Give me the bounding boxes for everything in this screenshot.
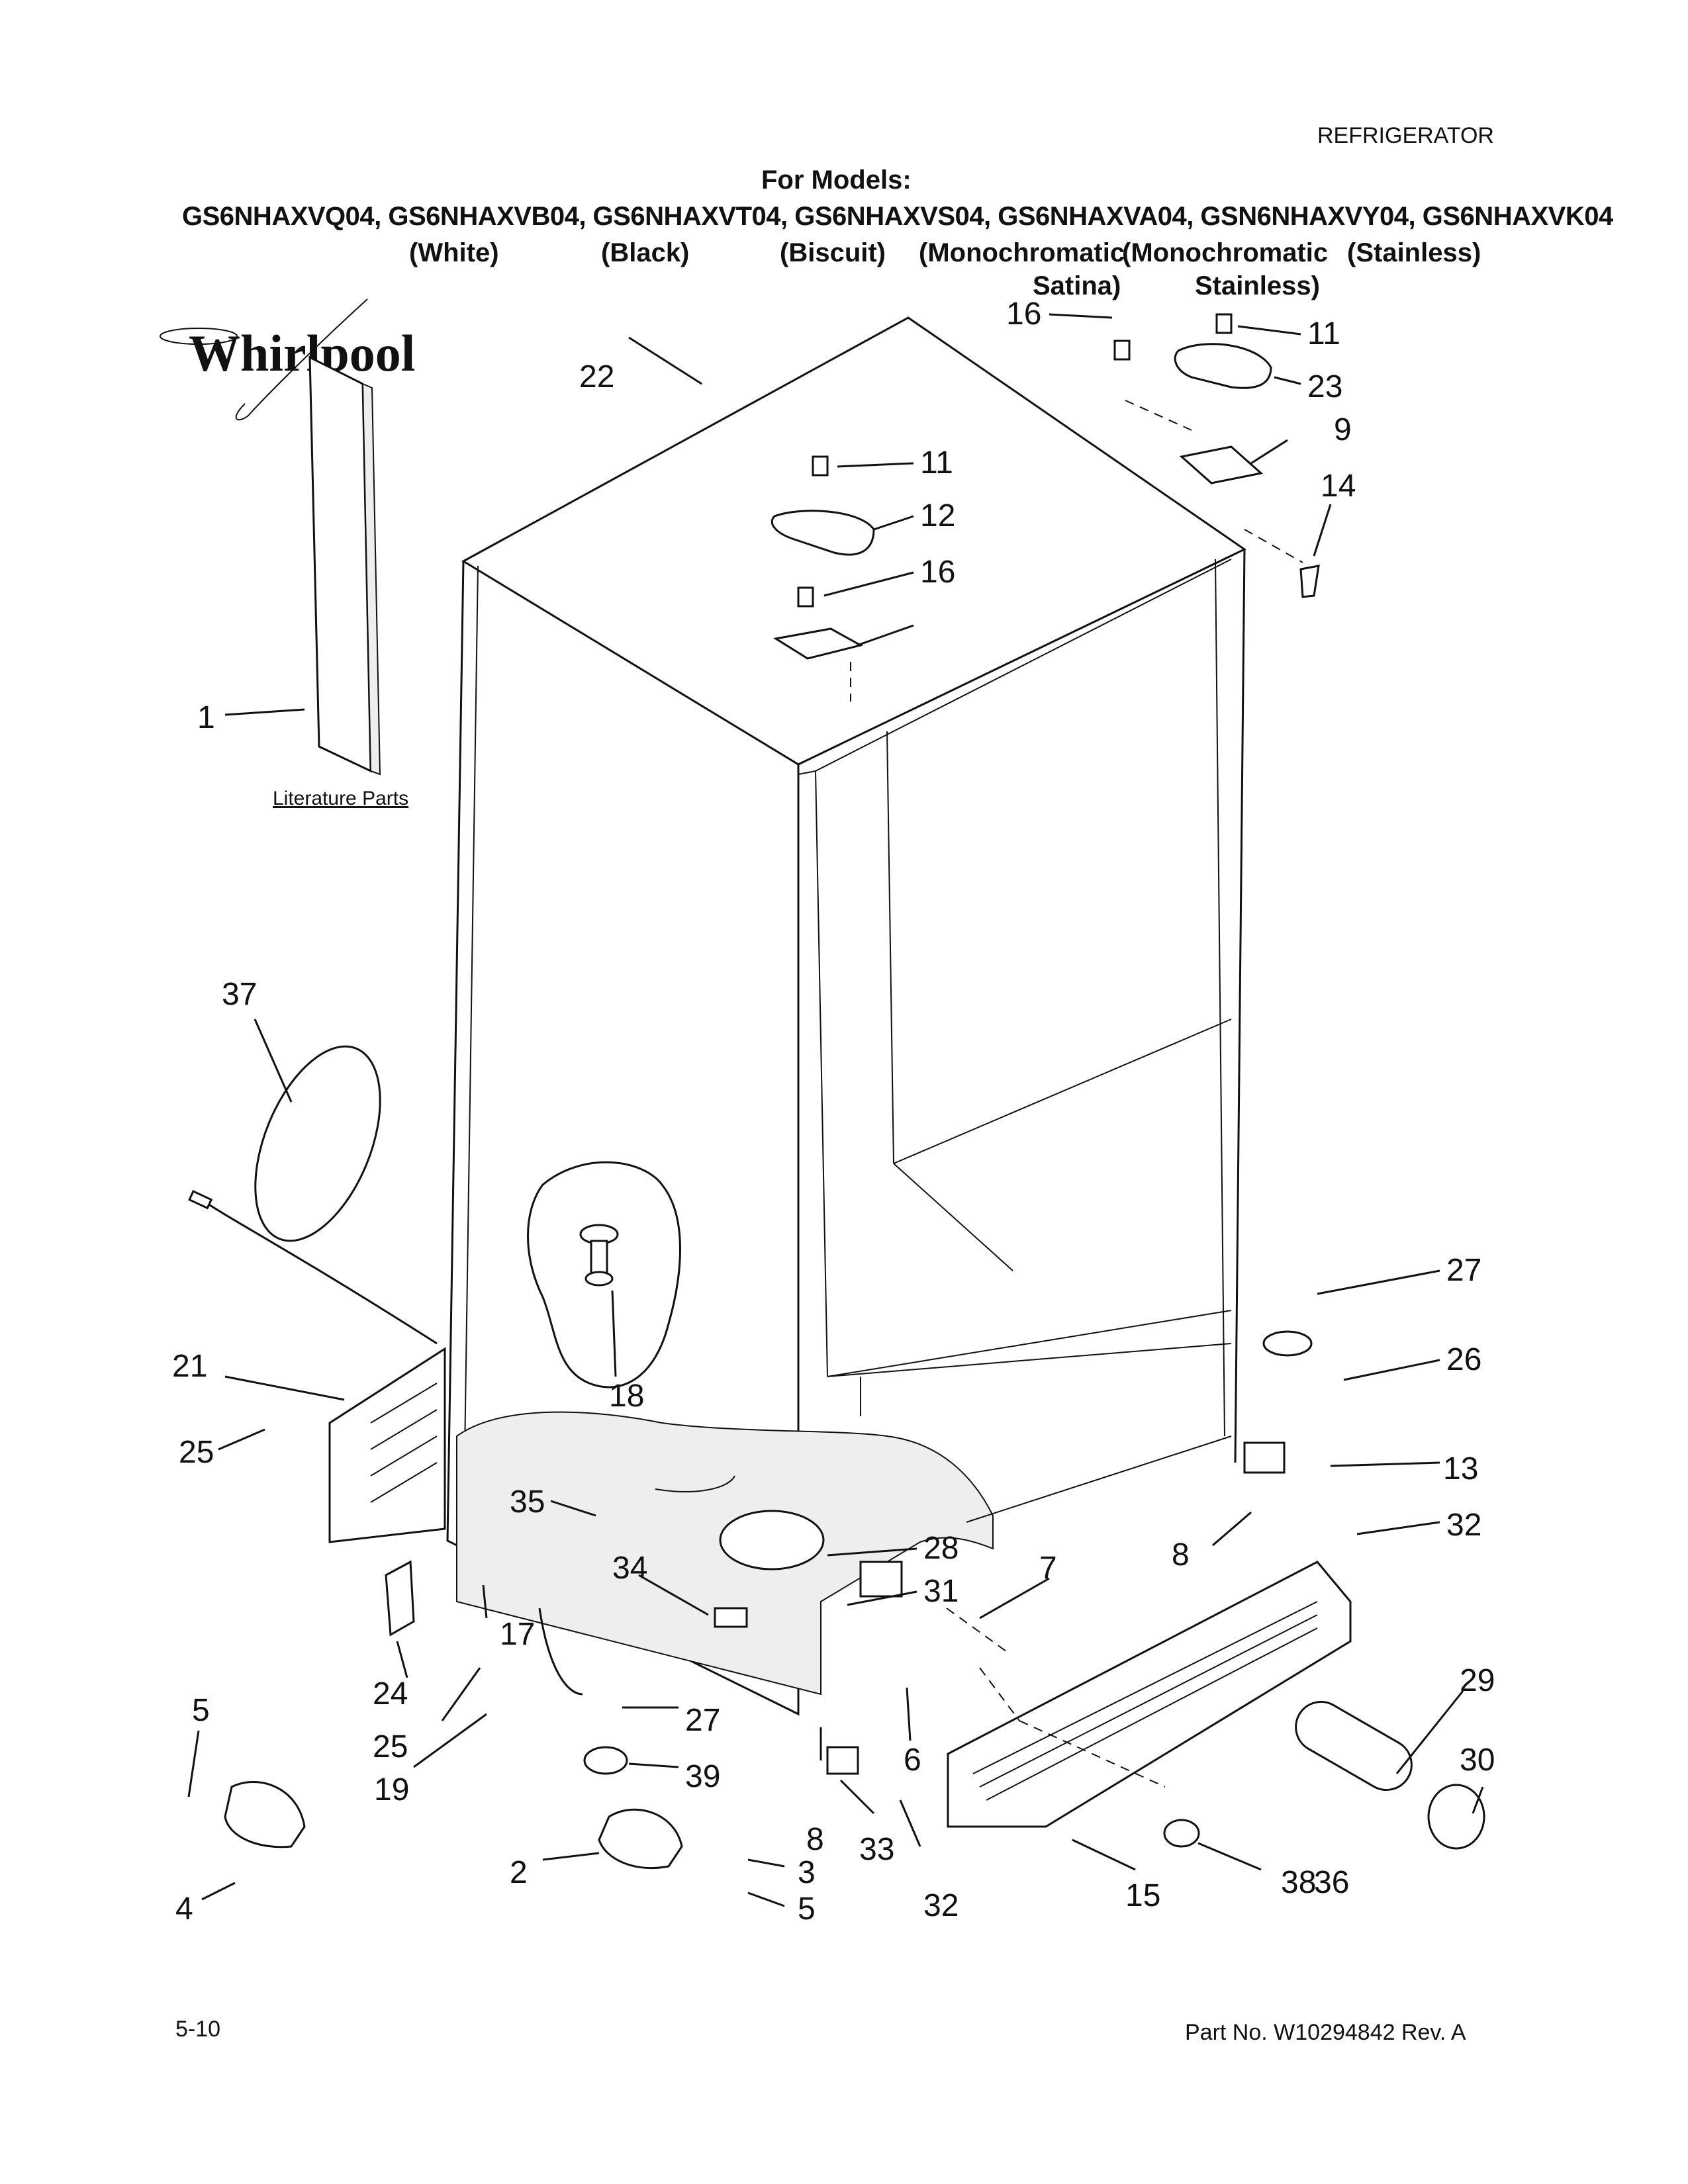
top-hinge-left	[771, 455, 875, 702]
inset-detail-18	[527, 1161, 681, 1388]
logo-wordmark: Whirlpool	[189, 324, 415, 382]
callout-13: 13	[1443, 1451, 1478, 1486]
callout-3: 3	[798, 1855, 816, 1890]
water-filter	[1295, 1701, 1485, 1850]
leveling-legs-and-brackets	[224, 1330, 1313, 1870]
top-hinge-right	[1113, 313, 1320, 598]
callout-14: 14	[1321, 469, 1356, 504]
color-monochromatic-satina-line2: Satina)	[1033, 271, 1121, 300]
callout-29: 29	[1460, 1663, 1495, 1698]
color-monochromatic-satina-line1: (Monochromatic	[919, 238, 1125, 267]
page-number: 5-10	[175, 2017, 221, 2042]
leader-lines	[187, 313, 1484, 1907]
callout-16-left: 16	[920, 555, 955, 590]
callout-12: 12	[920, 498, 955, 533]
callout-31: 31	[923, 1574, 959, 1609]
callout-5-left: 5	[192, 1693, 210, 1728]
callout-38: 38	[1281, 1865, 1316, 1900]
toe-grille	[947, 1561, 1352, 1828]
callout-8-right: 8	[1172, 1537, 1190, 1572]
color-stainless: (Stainless)	[1347, 238, 1481, 267]
color-biscuit: (Biscuit)	[780, 238, 886, 267]
document-category: REFRIGERATOR	[1317, 123, 1494, 148]
callout-8-lower: 8	[806, 1822, 824, 1857]
callout-26: 26	[1446, 1342, 1481, 1377]
callout-32-lower: 32	[923, 1888, 959, 1923]
callout-11-left: 11	[920, 445, 953, 480]
literature-booklet: Literature Parts	[273, 355, 408, 809]
callout-5-right: 5	[798, 1891, 816, 1927]
callout-24: 24	[373, 1676, 408, 1711]
callout-25-lower: 25	[373, 1729, 408, 1764]
callout-11-right: 11	[1307, 316, 1340, 351]
callout-27-right: 27	[1446, 1253, 1481, 1288]
callout-33: 33	[859, 1832, 894, 1867]
whirlpool-logo: Whirlpool	[160, 298, 415, 421]
filter-cap	[1163, 1819, 1200, 1848]
callout-36: 36	[1314, 1865, 1349, 1900]
callout-37: 37	[222, 977, 257, 1012]
callout-18: 18	[609, 1379, 644, 1414]
callout-6: 6	[904, 1743, 921, 1778]
for-models-label: For Models:	[761, 165, 912, 195]
literature-parts-label: Literature Parts	[273, 788, 408, 809]
callout-1: 1	[197, 700, 215, 735]
model-list: GS6NHAXVQ04, GS6NHAXVB04, GS6NHAXVT04, G…	[182, 202, 1613, 231]
part-number: Part No. W10294842 Rev. A	[1185, 2020, 1466, 2045]
callout-15: 15	[1125, 1878, 1160, 1913]
callout-19: 19	[374, 1772, 409, 1807]
callout-labels: 1 2 3 4 5 5 6 7 8 8 9 11 11 12 13 14 15 …	[172, 296, 1495, 1927]
dashed-connection-lines	[946, 1608, 1166, 1788]
callout-35: 35	[510, 1484, 545, 1520]
color-black: (Black)	[601, 238, 690, 267]
callout-7: 7	[1039, 1551, 1057, 1586]
water-line-coil	[188, 1045, 438, 1345]
callout-17: 17	[500, 1617, 535, 1652]
callout-23: 23	[1307, 369, 1342, 404]
callout-28: 28	[923, 1531, 959, 1566]
callout-2: 2	[510, 1855, 528, 1890]
callout-27-lower: 27	[685, 1703, 720, 1738]
callout-9: 9	[1334, 412, 1352, 447]
color-monochromatic-stainless-line2: Stainless)	[1195, 271, 1320, 300]
callout-4: 4	[175, 1891, 193, 1927]
callout-21: 21	[172, 1349, 207, 1384]
callout-25-upper: 25	[179, 1435, 214, 1470]
callout-30: 30	[1460, 1743, 1495, 1778]
color-white: (White)	[409, 238, 499, 267]
rear-access-panel	[328, 1347, 446, 1543]
callout-39: 39	[685, 1759, 720, 1794]
callout-16-right: 16	[1006, 296, 1041, 332]
callout-22: 22	[579, 359, 614, 394]
color-monochromatic-stainless-line1: (Monochromatic	[1122, 238, 1329, 267]
callout-34: 34	[612, 1551, 647, 1586]
callout-32-right: 32	[1446, 1508, 1481, 1543]
